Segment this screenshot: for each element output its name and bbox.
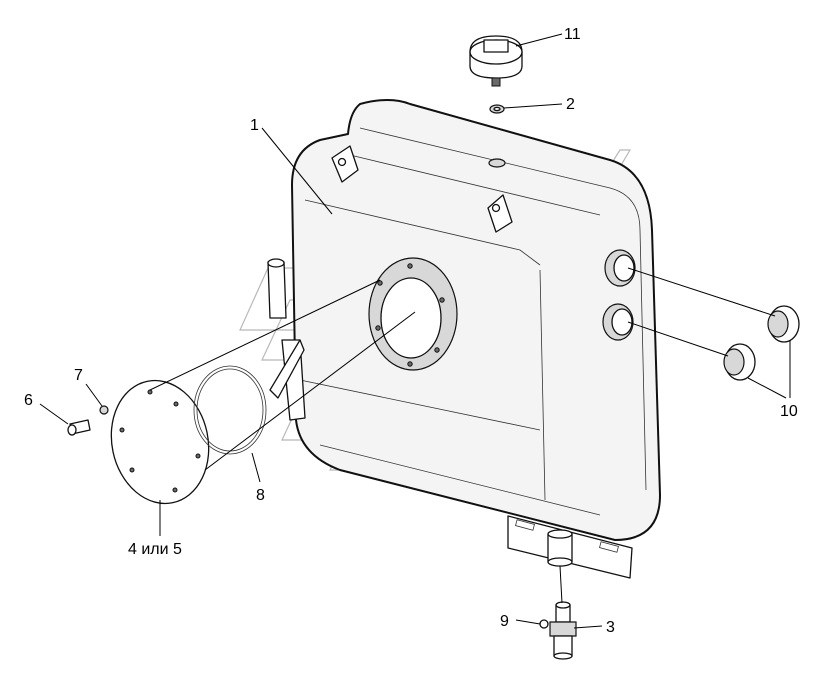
drain-fitting	[547, 529, 573, 567]
fuel-tank	[267, 99, 661, 579]
callout-3: 3	[606, 619, 615, 636]
callout-10: 10	[780, 403, 798, 420]
bolt-part-6	[67, 419, 91, 436]
callout-11: 11	[564, 26, 581, 43]
washer-part-7	[99, 405, 109, 415]
tank-bracket-right	[487, 194, 513, 233]
callout-8: 8	[256, 487, 265, 504]
drain-valve-part-3	[549, 601, 577, 660]
assembly-lines	[149, 267, 776, 604]
side-caps-part-10	[723, 305, 800, 381]
washer-part-9	[539, 619, 549, 629]
cover-plate-part-4-5	[110, 379, 210, 505]
o-ring-part-8	[193, 365, 267, 455]
callout-1: 1	[250, 117, 259, 134]
callout-leaders	[39, 33, 791, 629]
callout-6: 6	[24, 392, 33, 409]
filler-neck	[488, 158, 506, 168]
callout-7: 7	[74, 367, 83, 384]
callout-2: 2	[566, 96, 575, 113]
filler-cap-part-11	[469, 35, 523, 87]
suction-pipe	[267, 261, 287, 319]
callout-4-or-5: 4 или 5	[128, 541, 182, 558]
callout-9: 9	[500, 613, 509, 630]
